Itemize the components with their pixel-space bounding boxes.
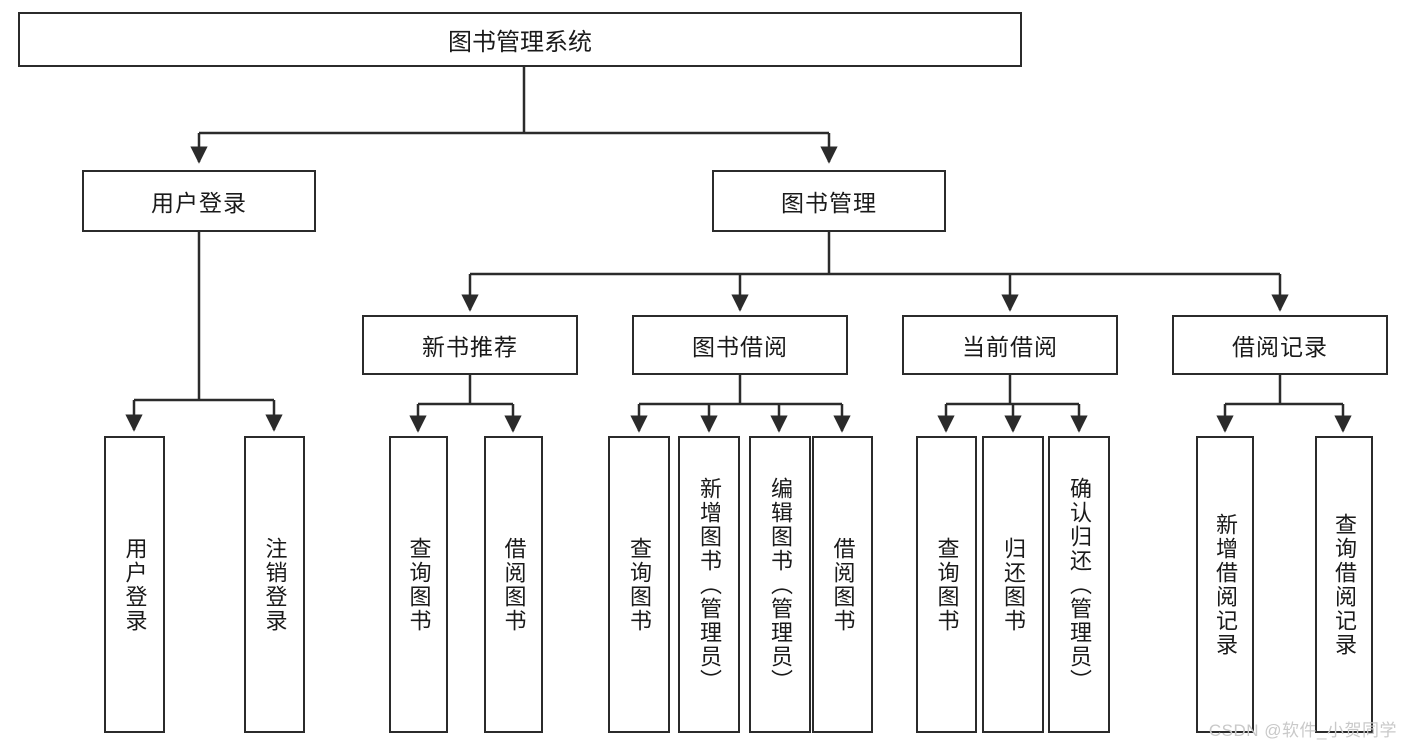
leaf-current-query-book[interactable]: 查询图书 (916, 436, 977, 733)
leaf-label: 借阅图书 (830, 536, 856, 633)
leaf-borrow-borrow-book[interactable]: 借阅图书 (812, 436, 873, 733)
node-label: 图书管理系统 (448, 29, 592, 56)
leaf-label: 借阅图书 (501, 536, 527, 633)
node-label: 借阅记录 (1232, 334, 1328, 360)
leaf-borrow-add-book-admin[interactable]: 新增图书（管理员） (678, 436, 740, 733)
leaf-label: 注销登录 (262, 536, 288, 633)
node-current-borrow[interactable]: 当前借阅 (902, 315, 1118, 375)
leaf-record-query-record[interactable]: 查询借阅记录 (1315, 436, 1373, 733)
leaf-user-logout[interactable]: 注销登录 (244, 436, 305, 733)
node-root-system[interactable]: 图书管理系统 (18, 12, 1022, 67)
leaf-label: 查询图书 (934, 536, 960, 633)
watermark: CSDN @软件_小贺同学 (1208, 721, 1397, 740)
leaf-recommend-query-book[interactable]: 查询图书 (389, 436, 448, 733)
node-new-book-recommend[interactable]: 新书推荐 (362, 315, 578, 375)
leaf-borrow-query-book[interactable]: 查询图书 (608, 436, 670, 733)
node-label: 用户登录 (151, 190, 247, 216)
leaf-record-add-record[interactable]: 新增借阅记录 (1196, 436, 1254, 733)
node-label: 当前借阅 (962, 334, 1058, 360)
leaf-label: 确认归还（管理员） (1066, 476, 1092, 693)
node-label: 图书借阅 (692, 334, 788, 360)
leaf-label: 查询图书 (406, 536, 432, 633)
node-borrow-record[interactable]: 借阅记录 (1172, 315, 1388, 375)
leaf-label: 新增借阅记录 (1212, 512, 1238, 657)
node-book-management[interactable]: 图书管理 (712, 170, 946, 232)
leaf-label: 编辑图书（管理员） (767, 476, 793, 693)
leaf-label: 查询借阅记录 (1331, 512, 1357, 657)
leaf-label: 用户登录 (122, 536, 148, 633)
node-user-login[interactable]: 用户登录 (82, 170, 316, 232)
node-label: 新书推荐 (422, 334, 518, 360)
node-book-borrow[interactable]: 图书借阅 (632, 315, 848, 375)
leaf-label: 查询图书 (626, 536, 652, 633)
leaf-current-return-book[interactable]: 归还图书 (982, 436, 1044, 733)
leaf-recommend-borrow-book[interactable]: 借阅图书 (484, 436, 543, 733)
leaf-current-confirm-return-admin[interactable]: 确认归还（管理员） (1048, 436, 1110, 733)
leaf-label: 新增图书（管理员） (696, 476, 722, 693)
leaf-borrow-edit-book-admin[interactable]: 编辑图书（管理员） (749, 436, 811, 733)
leaf-user-login[interactable]: 用户登录 (104, 436, 165, 733)
leaf-label: 归还图书 (1000, 536, 1026, 633)
node-label: 图书管理 (781, 190, 877, 216)
